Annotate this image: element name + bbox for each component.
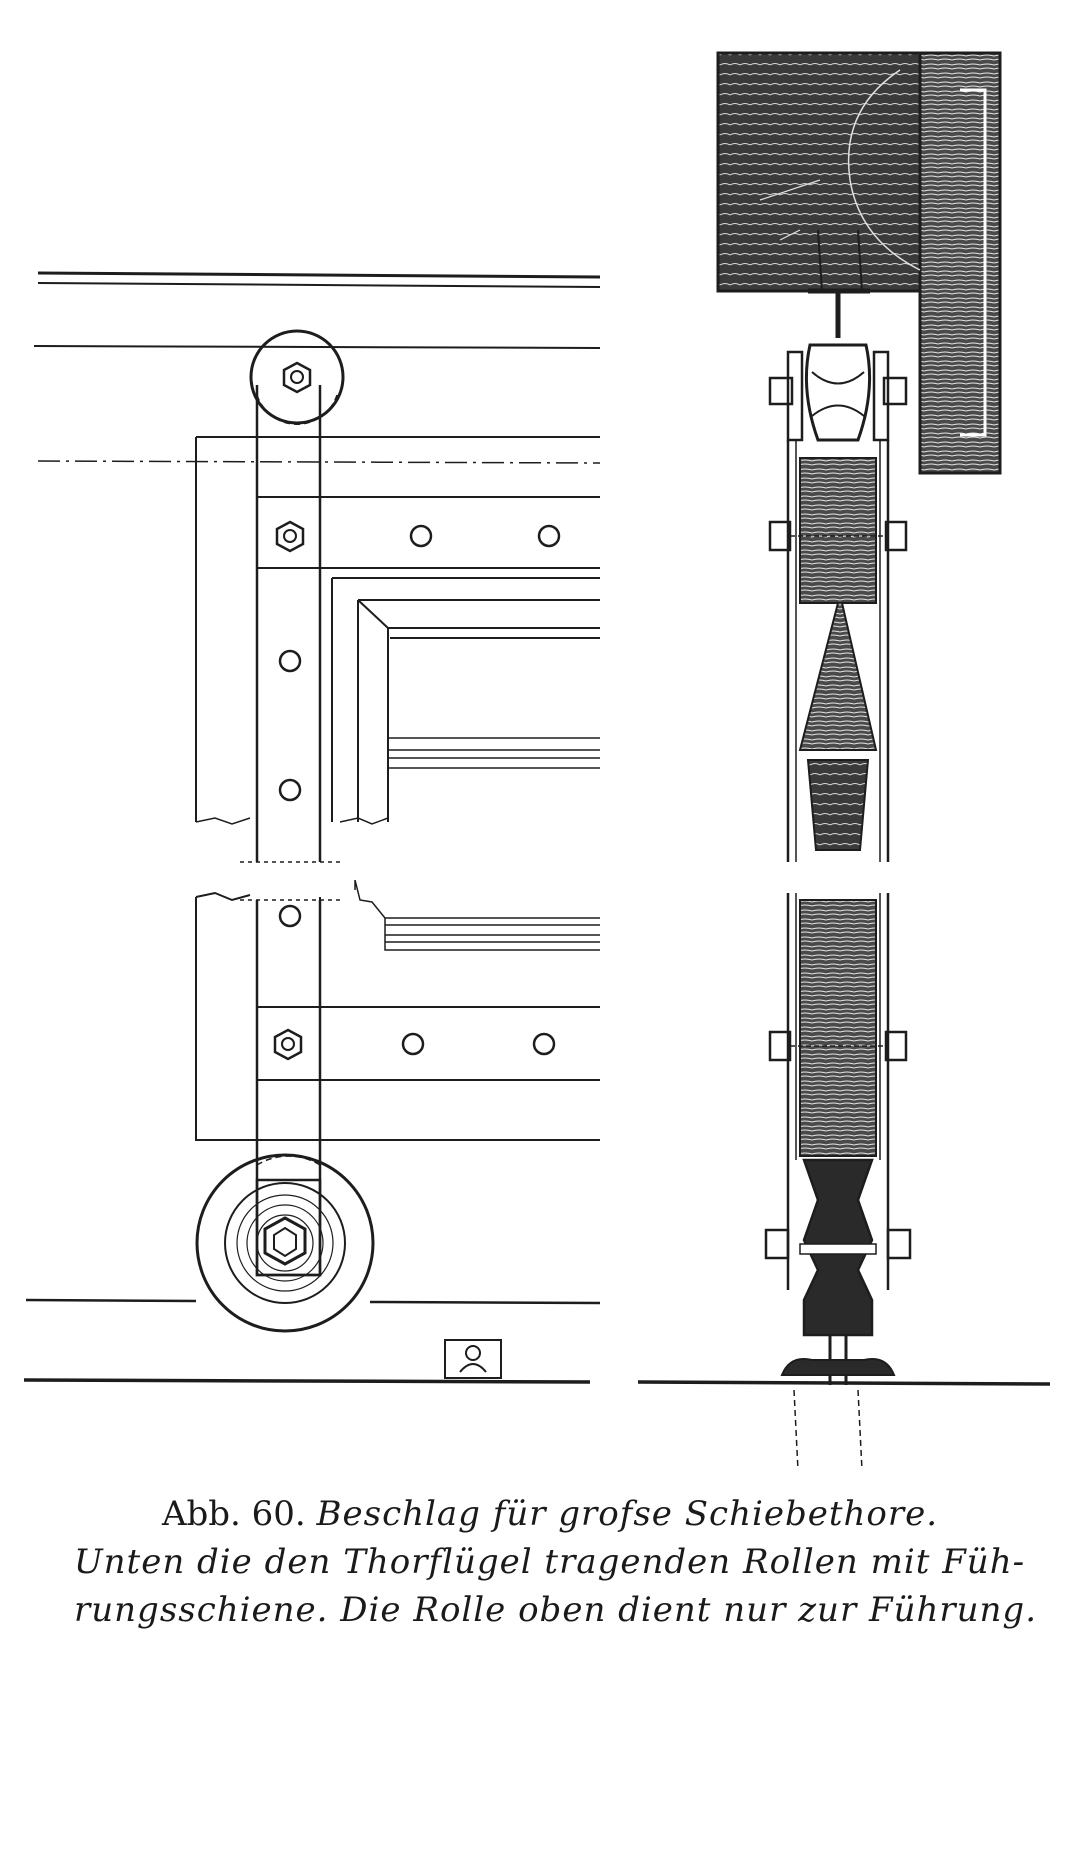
caption-line-3: rungsschiene. Die Rolle oben dient nur z… bbox=[74, 1590, 1038, 1630]
lintel-beam-section bbox=[716, 51, 1002, 475]
bolts-upper bbox=[275, 520, 561, 802]
upper-roller-section bbox=[768, 343, 908, 442]
center-line bbox=[37, 460, 601, 464]
carrying-wheel bbox=[195, 1153, 375, 1333]
section-view bbox=[637, 51, 1051, 1471]
elevation-view bbox=[23, 271, 601, 1384]
hanger-strap bbox=[240, 385, 600, 1277]
bolts-lower bbox=[273, 904, 556, 1061]
roller-nut bbox=[282, 361, 312, 394]
upper-t-rail bbox=[808, 229, 870, 338]
figure-caption: Abb. 60. Beschlag für grofse Schiebethor… bbox=[60, 1490, 1040, 1634]
caption-line-2: Unten die den Thorflügel tragenden Rolle… bbox=[74, 1542, 1026, 1582]
figure-title: Beschlag für grofse Schiebethore. bbox=[316, 1494, 939, 1534]
figure-label: Abb. 60. bbox=[161, 1494, 306, 1534]
upper-guide-rail bbox=[33, 271, 601, 349]
door-leaf-section-lower bbox=[768, 893, 908, 1290]
caption-title-line: Abb. 60. Beschlag für grofse Schiebethor… bbox=[60, 1490, 1040, 1538]
lower-guide-rail bbox=[23, 1298, 601, 1384]
hardware-drawing bbox=[23, 51, 1051, 1471]
upper-guide-roller bbox=[249, 329, 345, 425]
door-leaf-section-upper bbox=[768, 440, 908, 862]
lower-rail-section bbox=[637, 1335, 1051, 1471]
lower-wheel-section bbox=[764, 1158, 912, 1337]
